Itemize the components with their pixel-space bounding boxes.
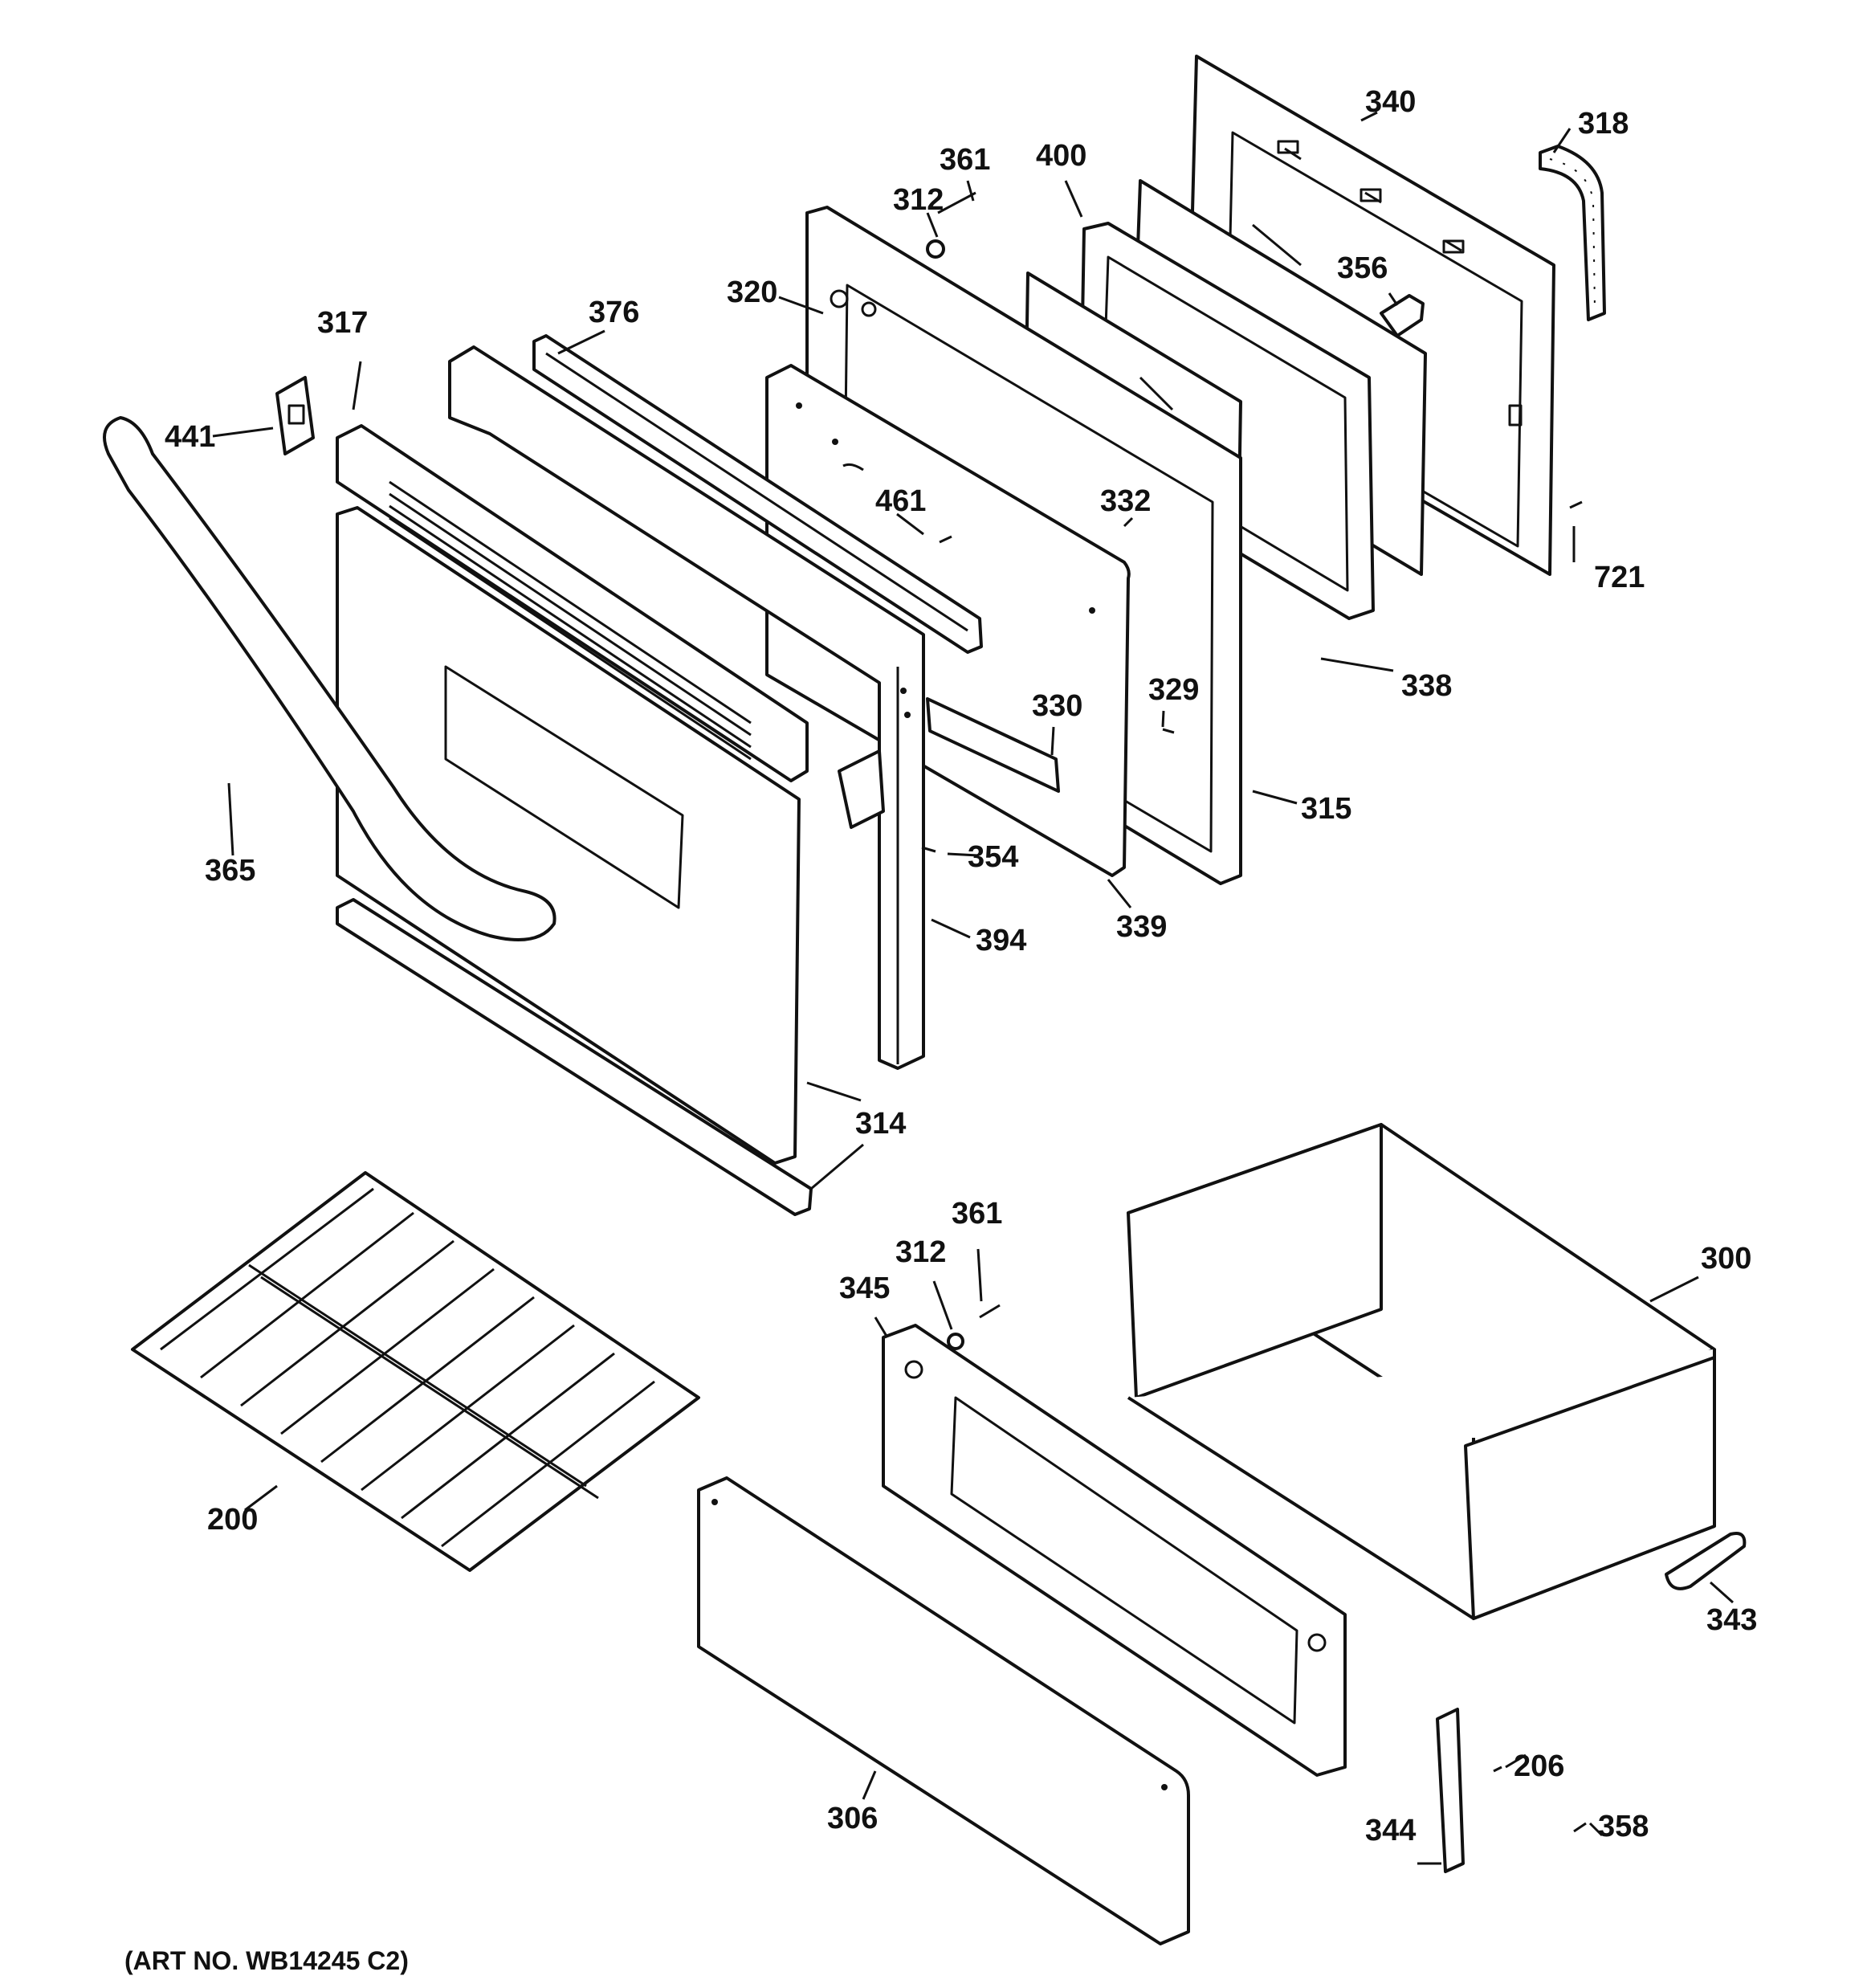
callout-356: 356 (1337, 251, 1388, 285)
callout-320: 320 (727, 276, 778, 309)
callout-721: 721 (1594, 561, 1645, 594)
part-330-strip (926, 697, 1060, 793)
callout-330: 330 (1032, 689, 1083, 723)
leader-lines (212, 111, 1734, 1865)
callout-441: 441 (165, 420, 216, 454)
callout-206: 206 (1514, 1749, 1565, 1783)
callout-339: 339 (1116, 910, 1168, 944)
callout-343: 343 (1706, 1603, 1758, 1637)
part-345-drawer-frame (882, 1324, 1347, 1777)
part-317-vent-panel (336, 424, 809, 782)
callout-317: 317 (317, 306, 369, 340)
part-356-bracket (1380, 294, 1425, 337)
part-344-slide-bracket (1436, 1708, 1465, 1873)
part-314-outer-door (336, 506, 801, 1165)
callout-340: 340 (1365, 85, 1417, 119)
callout-345: 345 (839, 1272, 891, 1305)
callout-361-top: 361 (940, 143, 991, 177)
callout-332: 332 (1100, 484, 1152, 518)
part-200-oven-rack (131, 1171, 700, 1572)
callout-314: 314 (855, 1107, 907, 1141)
callout-312-bottom: 312 (895, 1235, 947, 1269)
callout-306: 306 (827, 1802, 879, 1835)
callout-358: 358 (1598, 1810, 1649, 1843)
part-343-drawer-glide (1665, 1532, 1747, 1590)
part-394-side-frame (448, 345, 925, 1070)
callout-376: 376 (589, 296, 640, 329)
callout-344: 344 (1365, 1814, 1417, 1847)
part-306-drawer-front (697, 1476, 1190, 1945)
callout-338: 338 (1401, 669, 1453, 703)
part-441-switch (275, 376, 315, 455)
callout-394: 394 (976, 924, 1027, 957)
callout-400: 400 (1036, 139, 1087, 173)
part-354-hinge-bracket (838, 749, 885, 829)
callout-361-bottom: 361 (952, 1197, 1003, 1231)
part-365-door-handle (103, 416, 556, 941)
callout-354: 354 (968, 840, 1019, 874)
callout-315: 315 (1301, 792, 1352, 826)
part-300-drawer-box (1127, 1123, 1716, 1620)
callout-365: 365 (205, 854, 256, 888)
part-314-bottom-rail (336, 898, 813, 1216)
callout-329: 329 (1148, 673, 1200, 707)
screws (921, 191, 1587, 1833)
callout-200: 200 (207, 1503, 259, 1537)
callout-461: 461 (875, 484, 927, 518)
callout-318: 318 (1578, 107, 1629, 141)
callout-312-top: 312 (893, 183, 944, 217)
art-number: (ART NO. WB14245 C2) (124, 1946, 409, 1975)
part-376-top-frame-rail (532, 334, 983, 654)
callout-300: 300 (1701, 1242, 1752, 1276)
part-318-door-gasket (1539, 145, 1606, 321)
